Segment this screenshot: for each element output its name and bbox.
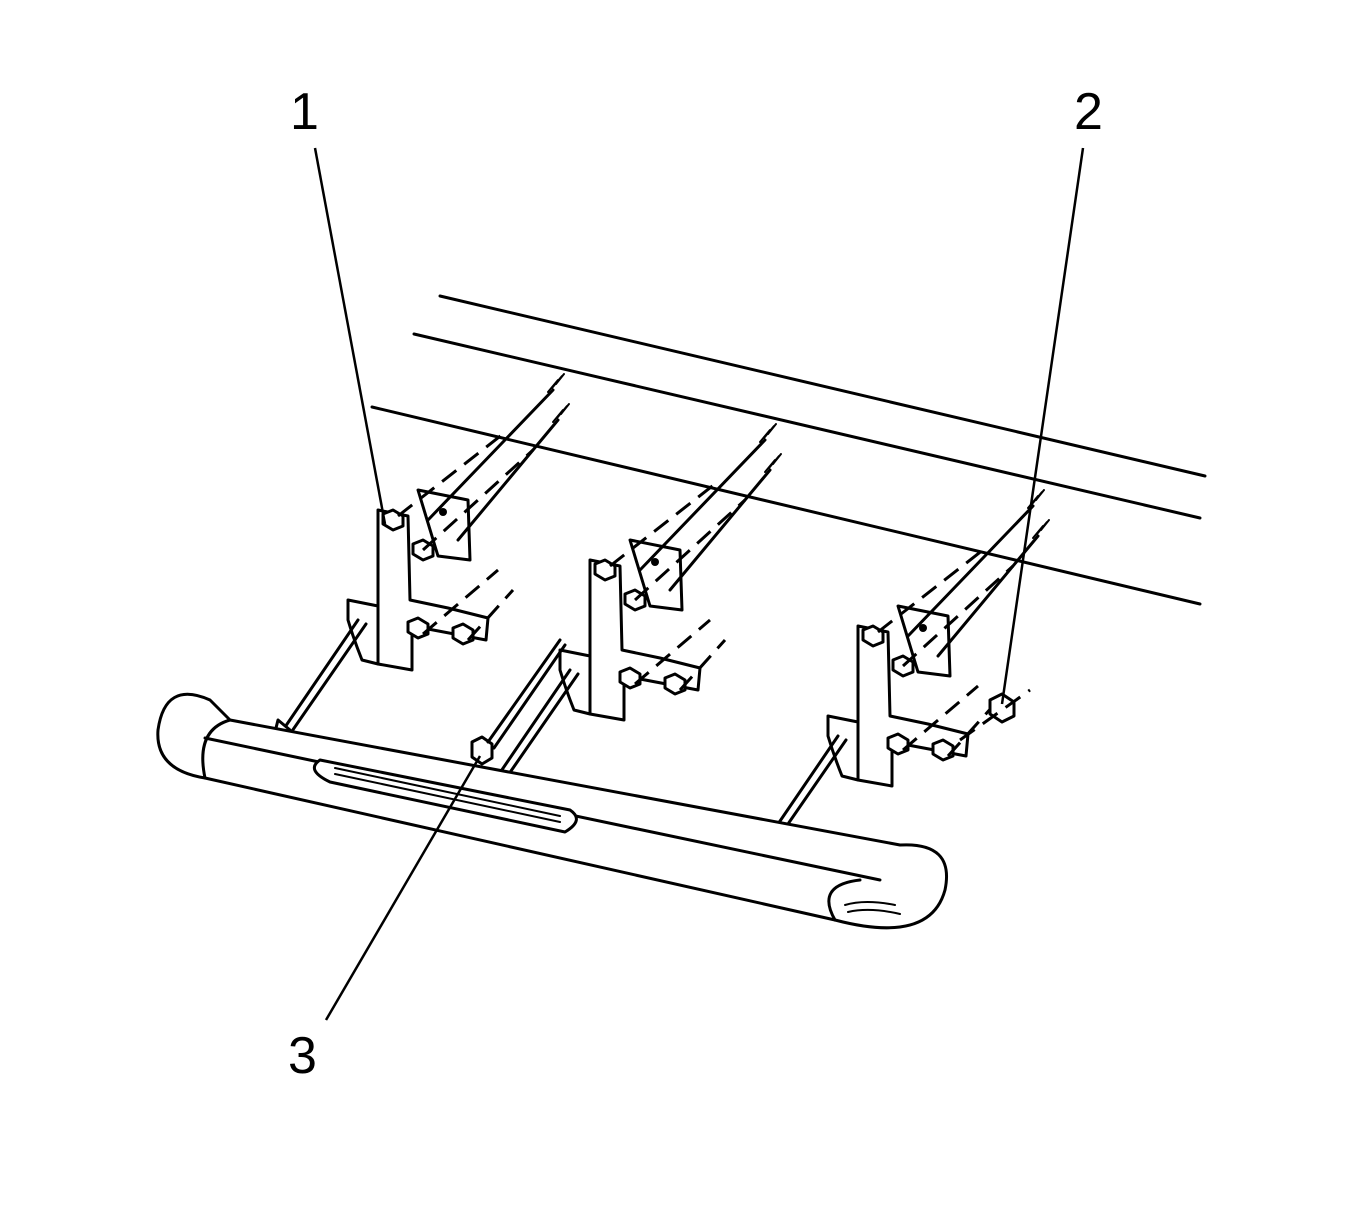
nut-right [959,688,1031,742]
bracket-center [484,422,783,796]
callout-2: 2 [1074,83,1103,141]
callout-1: 1 [290,83,319,141]
vehicle-body-lines [370,294,1207,606]
leader-lines [313,147,1085,1021]
running-board-tube [156,692,948,930]
callout-3: 3 [288,1027,317,1085]
fastener-center [470,638,567,766]
bracket-right [752,488,1051,862]
